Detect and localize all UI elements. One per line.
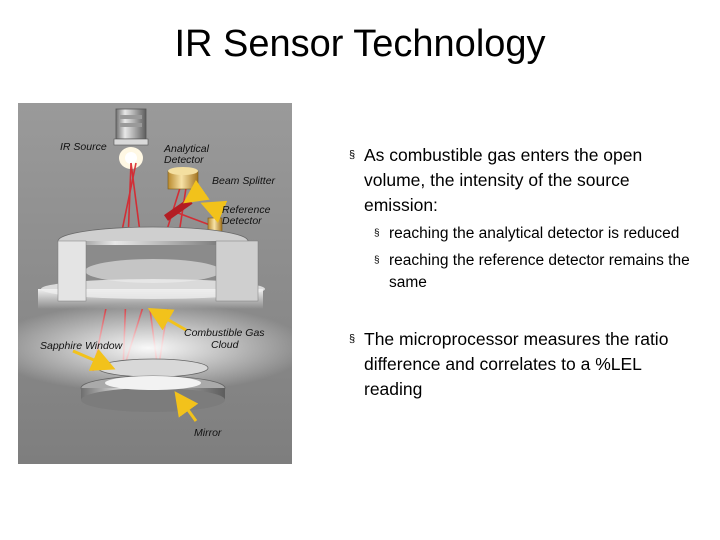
bullet-marker: § — [349, 333, 356, 345]
beam-splitter-icon — [163, 197, 193, 221]
sub-bullet-item: § reaching the reference detector remain… — [349, 250, 699, 294]
label-gas-cloud-line1: Combustible Gas — [184, 327, 265, 339]
label-reference-detector-line2: Detector — [222, 215, 262, 227]
label-analytical-detector-line1: Analytical — [163, 143, 210, 155]
sub-bullet-text: reaching the analytical detector is redu… — [389, 225, 680, 242]
mirror-base — [80, 358, 226, 412]
label-beam-splitter: Beam Splitter — [212, 175, 276, 187]
gas-chamber — [38, 226, 265, 309]
label-reference-detector-line1: Reference — [222, 204, 271, 216]
ir-source-icon — [113, 108, 149, 169]
bullet-marker: § — [349, 149, 356, 161]
bullet-marker: § — [374, 255, 380, 266]
label-ir-source: IR Source — [60, 141, 107, 153]
label-analytical-detector-line2: Detector — [164, 154, 204, 166]
sub-bullet-text: reaching the reference detector remains … — [389, 252, 690, 291]
bullet-marker: § — [374, 228, 380, 239]
bullet-list: § As combustible gas enters the open vol… — [349, 143, 699, 402]
pointer-arrows — [72, 179, 228, 422]
ir-sensor-diagram: IR Source Analytical Detector Beam Split… — [18, 103, 292, 464]
analytical-detector-icon — [167, 167, 199, 190]
label-gas-cloud-line2: Cloud — [211, 339, 240, 351]
bullet-item: § As combustible gas enters the open vol… — [349, 143, 699, 218]
gas-cloud — [18, 303, 292, 393]
sub-bullet-item: § reaching the analytical detector is re… — [349, 223, 699, 245]
label-sapphire-window: Sapphire Window — [40, 340, 124, 352]
label-mirror: Mirror — [194, 427, 222, 439]
bullet-item: § The microprocessor measures the ratio … — [349, 327, 699, 402]
slide-title: IR Sensor Technology — [174, 23, 546, 65]
bullet-text: The microprocessor measures the ratio di… — [364, 329, 669, 399]
bullet-text: As combustible gas enters the open volum… — [364, 145, 643, 215]
